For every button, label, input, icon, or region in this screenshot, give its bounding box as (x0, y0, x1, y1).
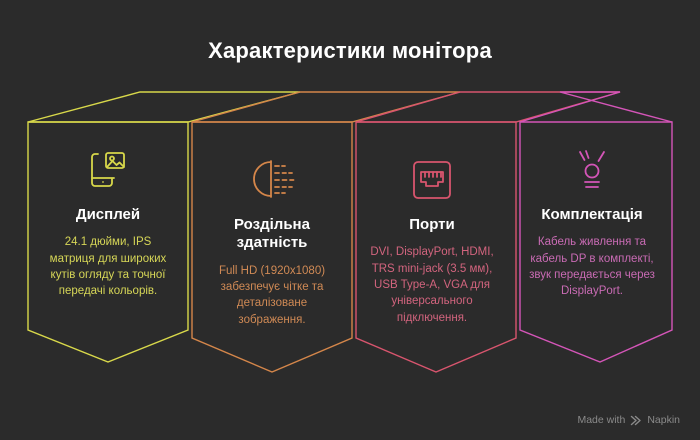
panel-title: Роздільна здатність (234, 216, 310, 252)
panel-package[interactable]: Комплектація Кабель живлення та кабель D… (512, 142, 672, 300)
footer-attribution: Made with Napkin (577, 414, 680, 426)
lightbulb-idea-icon (512, 142, 672, 198)
phone-photo-icon (28, 142, 188, 198)
panel-display[interactable]: Дисплей 24.1 дюйми, IPS матриця для широ… (28, 142, 188, 300)
panel-ports[interactable]: Порти DVI, DisplayPort, HDMI, TRS mini-j… (352, 152, 512, 326)
footer-brand-label: Napkin (647, 414, 680, 426)
panel-title: Порти (409, 216, 455, 233)
panel-resolution[interactable]: Роздільна здатність Full HD (1920x1080) … (192, 152, 352, 328)
panel-body: 24.1 дюйми, IPS матриця для широких куті… (49, 236, 167, 298)
panel-body: Full HD (1920x1080) забезпечує чітке та … (218, 264, 326, 326)
panel-body: Кабель живлення та кабель DP в комплекті… (529, 236, 655, 298)
panel-body: DVI, DisplayPort, HDMI, TRS mini-jack (3… (370, 246, 494, 324)
resolution-pixels-icon (192, 152, 352, 208)
napkin-chevrons-logo (630, 415, 642, 426)
panel-title: Комплектація (541, 206, 643, 223)
page-title: Характеристики монітора (208, 38, 492, 63)
panel-title: Дисплей (75, 206, 141, 223)
footer-made-with-label: Made with (577, 414, 626, 426)
ethernet-port-icon (352, 152, 512, 208)
